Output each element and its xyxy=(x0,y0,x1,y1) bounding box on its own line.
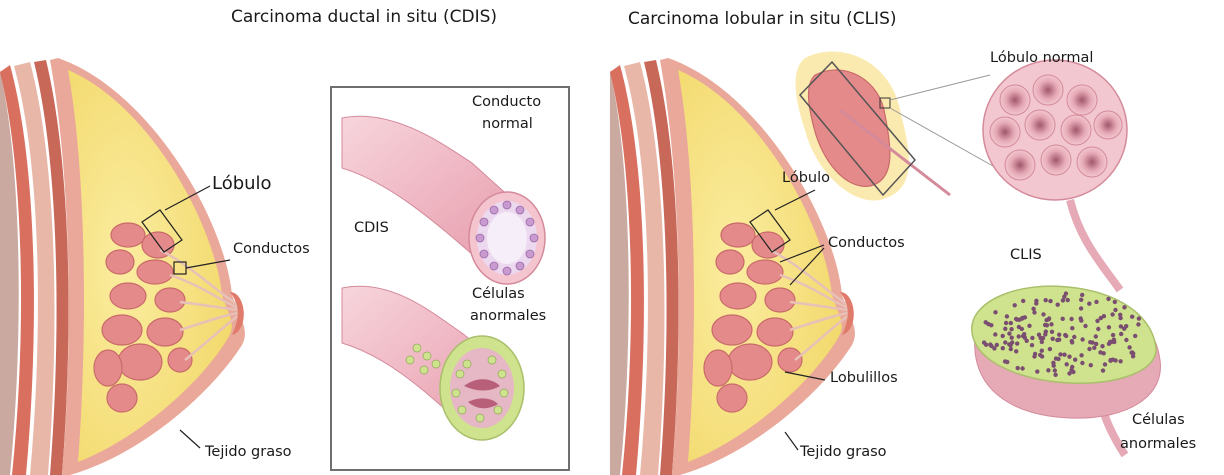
fat-tissue-label: Tejido graso xyxy=(800,444,887,461)
fat-marker xyxy=(785,432,798,450)
abnormal-cells-label-2: anormales xyxy=(1120,436,1196,453)
fat-marker xyxy=(180,430,200,448)
duct-cross-sections xyxy=(332,88,568,469)
clis-label: CLIS xyxy=(1010,247,1042,264)
lobules-label: Lobulillos xyxy=(830,370,898,387)
ducts-label: Conductos xyxy=(828,235,905,252)
chest-wall xyxy=(0,60,69,475)
ducts-label: Conductos xyxy=(233,241,310,258)
cdis-panel: Carcinoma ductal in situ (CDIS) Lóbulo C… xyxy=(0,0,600,475)
clis-illustration xyxy=(600,0,1224,475)
fat-tissue-label: Tejido graso xyxy=(205,444,292,461)
cdis-title: Carcinoma ductal in situ (CDIS) xyxy=(231,8,497,28)
clis-lobule xyxy=(972,286,1161,455)
normal-lobule-label: Lóbulo normal xyxy=(990,50,1093,67)
lobule-label: Lóbulo xyxy=(782,170,830,187)
normal-duct-label-1: Conducto xyxy=(472,94,541,111)
clis-panel: Carcinoma lobular in situ (CLIS) Lóbulo … xyxy=(600,0,1224,475)
normal-duct xyxy=(342,116,545,284)
cdis-label: CDIS xyxy=(354,220,389,237)
normal-duct-label-2: normal xyxy=(482,116,533,133)
clis-title: Carcinoma lobular in situ (CLIS) xyxy=(628,10,897,30)
cdis-inset: Conducto normal CDIS Células anormales xyxy=(330,86,570,471)
lobule-label: Lóbulo xyxy=(212,174,272,195)
abnormal-cells-label-1: Células xyxy=(472,286,525,303)
abnormal-cells-label-1: Células xyxy=(1132,412,1185,429)
normal-lobule xyxy=(983,60,1127,290)
chest-wall xyxy=(610,60,679,475)
abnormal-cells-label-2: anormales xyxy=(470,308,546,325)
